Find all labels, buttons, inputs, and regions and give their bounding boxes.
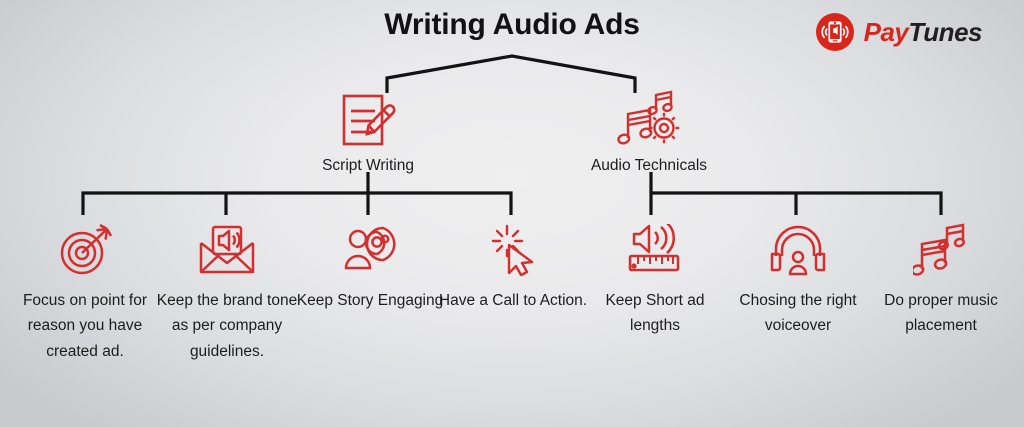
- leaf-focus-on-point[interactable]: Focus on point for reason you have creat…: [10, 222, 160, 364]
- music-note-gear-icon: [544, 88, 754, 152]
- storyteller-icon: [295, 222, 445, 278]
- branch-audio-technicals[interactable]: Audio Technicals: [544, 88, 754, 175]
- leaf-label: Have a Call to Action.: [438, 292, 588, 309]
- target-arrow-icon: [10, 222, 160, 278]
- leaf-short-ad-lengths[interactable]: Keep Short ad lengths: [580, 222, 730, 339]
- paytunes-logo: PayTunes: [815, 12, 982, 52]
- cursor-click-icon: [438, 222, 588, 278]
- leaf-label: Focus on point for reason you have creat…: [22, 292, 148, 360]
- leaf-label: Do proper music placement: [884, 292, 998, 335]
- leaf-music-placement[interactable]: Do proper music placement: [866, 222, 1016, 339]
- leaf-story-engaging[interactable]: Keep Story Engaging: [295, 222, 445, 313]
- leaf-label: Keep the brand tone as per company guide…: [156, 292, 298, 360]
- logo-wordmark: PayTunes: [863, 16, 983, 48]
- logo-word-pay: Pay: [863, 16, 909, 47]
- leaf-brand-tone[interactable]: Keep the brand tone as per company guide…: [152, 222, 302, 364]
- speaker-ruler-icon: [580, 222, 730, 278]
- leaf-right-voiceover[interactable]: Chosing the right voiceover: [723, 222, 873, 339]
- page-title: Writing Audio Ads: [384, 8, 640, 41]
- branch-label: Audio Technicals: [590, 157, 708, 174]
- branch-script-writing[interactable]: Script Writing: [263, 88, 473, 175]
- paytunes-phone-speaker-icon: [815, 13, 854, 51]
- right-group-bar: [649, 191, 943, 215]
- left-group-bar: [81, 191, 513, 215]
- leaf-label: Keep Story Engaging: [296, 292, 444, 309]
- logo-word-tunes: Tunes: [908, 16, 982, 47]
- envelope-speaker-icon: [152, 222, 302, 278]
- leaf-call-to-action[interactable]: Have a Call to Action.: [438, 222, 588, 313]
- branch-label: Script Writing: [322, 157, 414, 174]
- headphones-person-icon: [723, 222, 873, 278]
- document-pen-icon: [263, 88, 473, 152]
- leaf-label: Keep Short ad lengths: [605, 292, 705, 335]
- leaf-label: Chosing the right voiceover: [739, 292, 857, 335]
- music-notes-icon: [866, 222, 1016, 278]
